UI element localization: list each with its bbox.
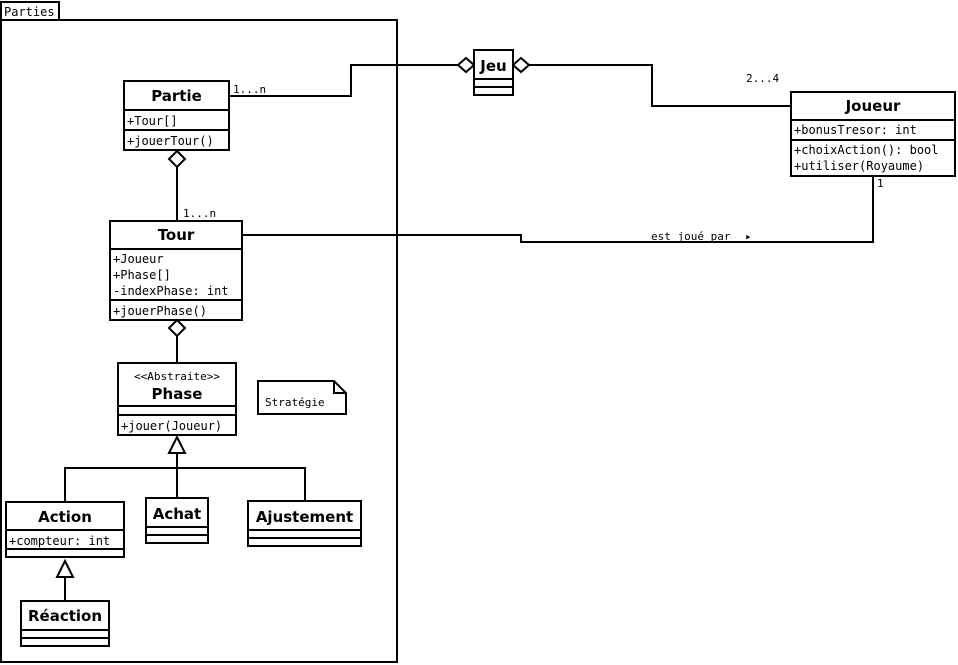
note-text: Stratégie	[265, 396, 325, 409]
generalization-branch	[64, 467, 306, 502]
aggregation-diamond-icon	[456, 56, 476, 74]
operation: +utiliser(Royaume)	[794, 159, 924, 173]
class-box	[123, 80, 230, 151]
generalization-phase[interactable]	[64, 434, 306, 502]
stereotype: <<Abstraite>>	[134, 370, 220, 383]
association-partie-tour[interactable]: 1...n	[167, 149, 216, 221]
class-name: Jeu	[479, 57, 506, 75]
attribute: +Joueur	[113, 252, 164, 266]
operation: +choixAction(): bool	[794, 143, 939, 157]
class-name: Tour	[158, 226, 195, 244]
package-parties[interactable]: Parties	[0, 1, 398, 663]
class-box	[109, 220, 243, 321]
class-name: Achat	[153, 505, 201, 523]
class-tour[interactable]: Tour +Joueur +Phase[] -indexPhase: int +…	[109, 220, 243, 321]
class-name: Réaction	[28, 607, 102, 625]
class-name: Joueur	[845, 97, 901, 115]
attribute: +Tour[]	[127, 114, 178, 128]
aggregation-diamond-icon	[511, 56, 531, 74]
note-strategie[interactable]: Stratégie	[257, 380, 347, 415]
class-action[interactable]: Action +compteur: int	[5, 501, 125, 558]
association-line	[242, 176, 874, 243]
attribute: +compteur: int	[9, 534, 110, 548]
package-frame	[0, 19, 398, 663]
generalization-action[interactable]	[55, 558, 75, 601]
aggregation-diamond-icon	[167, 318, 187, 338]
association-partie-jeu[interactable]: 1...n	[229, 56, 476, 97]
multiplicity-joueur: 2...4	[746, 72, 779, 85]
class-name: Action	[38, 508, 92, 526]
inheritance-arrow-icon	[55, 558, 75, 578]
class-name: Partie	[151, 87, 202, 105]
composition-tour-phase[interactable]	[167, 318, 187, 363]
class-joueur[interactable]: Joueur +bonusTresor: int +choixAction():…	[790, 91, 956, 177]
operation: +jouer(Joueur)	[121, 419, 222, 433]
aggregation-diamond-icon	[167, 149, 187, 169]
attribute: +Phase[]	[113, 268, 171, 282]
multiplicity-partie: 1...n	[233, 83, 266, 96]
operation: +jouerTour()	[127, 134, 214, 148]
operation: +jouerPhase()	[113, 304, 207, 318]
association-tour-joueur[interactable]: est joué par ▸ 1	[242, 176, 884, 243]
association-line	[529, 64, 791, 107]
class-box	[790, 91, 956, 177]
class-reaction[interactable]: Réaction	[20, 600, 110, 647]
attribute: -indexPhase: int	[113, 284, 229, 298]
direction-arrow-icon: ▸	[745, 230, 752, 243]
attribute: +bonusTresor: int	[794, 123, 917, 137]
class-box	[117, 362, 237, 436]
class-name: Ajustement	[256, 508, 353, 526]
inheritance-arrow-icon	[167, 434, 187, 454]
multiplicity-joueur: 1	[877, 177, 884, 190]
association-jeu-joueur[interactable]: 2...4	[511, 56, 791, 107]
class-jeu[interactable]: Jeu	[473, 49, 514, 96]
class-phase[interactable]: <<Abstraite>> Phase +jouer(Joueur)	[117, 362, 237, 436]
note-box	[257, 380, 347, 415]
multiplicity-tour: 1...n	[183, 207, 216, 220]
class-achat[interactable]: Achat	[145, 497, 209, 544]
association-label: est joué par	[651, 230, 731, 243]
note-fold	[333, 381, 346, 394]
association-line	[229, 64, 458, 97]
class-partie[interactable]: Partie +Tour[] +jouerTour()	[123, 80, 230, 151]
package-name: Parties	[4, 5, 55, 19]
class-name: Phase	[152, 385, 203, 403]
class-ajustement[interactable]: Ajustement	[247, 500, 362, 547]
